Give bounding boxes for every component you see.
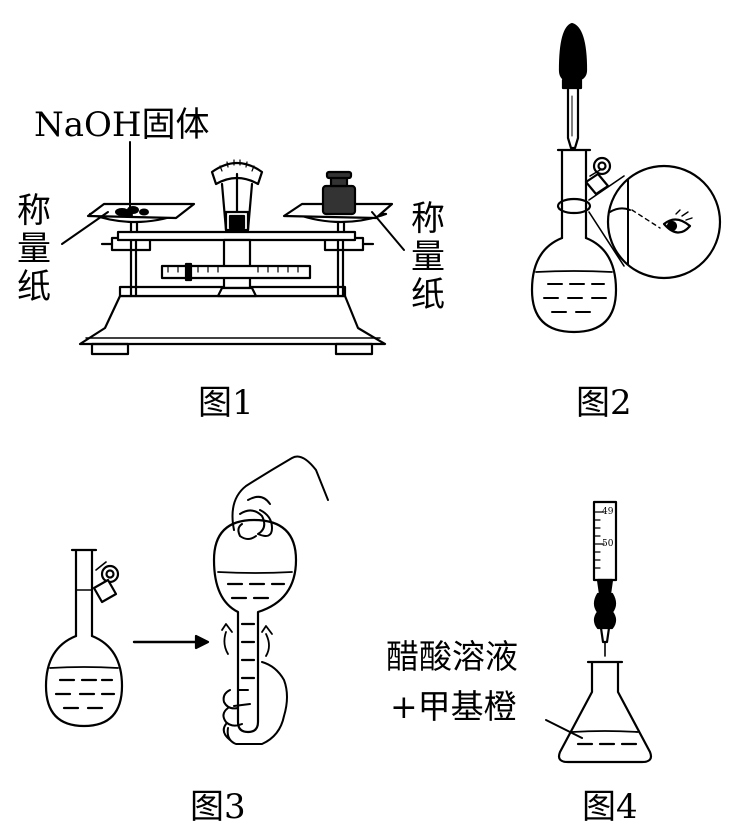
- solution-leader-line: [545, 719, 583, 739]
- upper-hand: [231, 455, 329, 537]
- figure-3-caption: 图3: [190, 787, 246, 827]
- balance-base: [78, 294, 387, 346]
- flask-dropper-diagram: [530, 22, 722, 334]
- balance-foot-left: [90, 342, 130, 356]
- dropper-tube: [566, 86, 580, 150]
- dropper-bulb: [558, 22, 588, 82]
- figure-4-caption: 图4: [582, 787, 638, 827]
- flask-neck: [556, 148, 592, 240]
- titration-diagram: [545, 500, 653, 764]
- flask-liquid-dashes: [543, 283, 607, 313]
- flask-stopper: [584, 156, 612, 196]
- burette-mark-49: 49: [602, 507, 614, 517]
- inverted-flask: [212, 518, 298, 734]
- lower-hand: [222, 661, 288, 745]
- weighing-paper-left-label: 称量纸: [14, 192, 54, 306]
- figure-1-caption: 图1: [198, 383, 254, 423]
- burette-mark-50: 50: [602, 539, 614, 549]
- rider-scale: [160, 262, 312, 282]
- mixing-diagram: [44, 455, 329, 745]
- weighing-paper-right-label-char: 称: [411, 199, 445, 239]
- figure-2-caption: 图2: [576, 383, 632, 423]
- weighing-paper-right-label-char: 纸: [411, 275, 445, 315]
- rider-marker: [184, 262, 193, 282]
- erlenmeyer-flask: [557, 660, 653, 764]
- naoh-solid-label: NaOH固体: [34, 105, 210, 145]
- weighing-paper-left-label-char: 量: [17, 229, 51, 269]
- eye-icon: [662, 209, 693, 234]
- arrow-icon: [132, 634, 210, 650]
- balance-beam: [116, 230, 357, 242]
- balance-foot-right: [334, 342, 374, 356]
- weighing-paper-right-label-char: 量: [411, 237, 445, 277]
- paper-right-leader-line: [371, 211, 405, 251]
- weighing-paper-left-label-char: 纸: [17, 267, 51, 307]
- weighing-paper-right-label: 称量纸: [408, 200, 448, 314]
- graduation-mark-circle: [556, 197, 592, 215]
- balance-diagram: [61, 141, 405, 356]
- balance-pointer: [210, 159, 264, 232]
- paper-left-leader-line: [61, 211, 109, 245]
- weight-block: [321, 170, 357, 216]
- volumetric-flask-upright: [44, 548, 124, 728]
- flask-body: [530, 236, 618, 334]
- weighing-paper-left-label-char: 称: [17, 191, 51, 231]
- magnified-view-circle: [606, 164, 722, 280]
- burette: [592, 500, 618, 657]
- solution-label-line2: +甲基橙: [390, 687, 517, 726]
- solution-label-line1: 醋酸溶液: [386, 637, 518, 676]
